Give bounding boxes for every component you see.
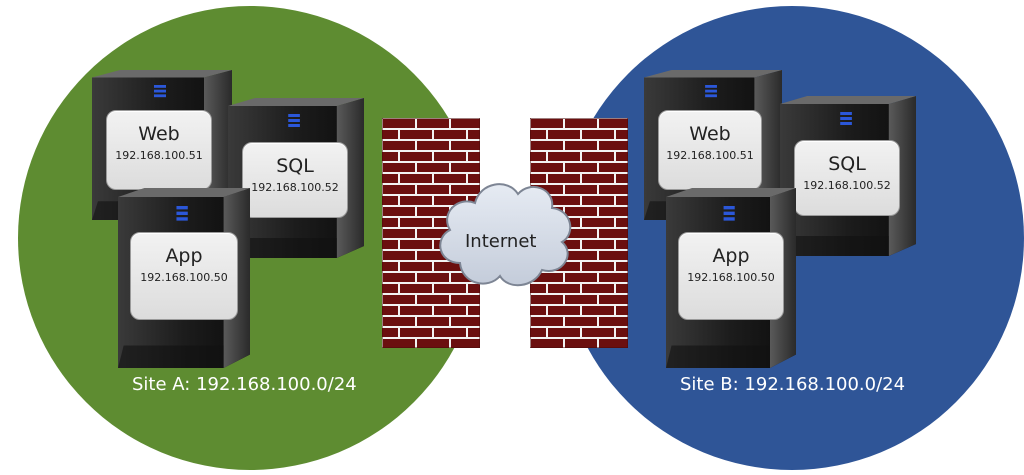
server-ip: 192.168.100.50 <box>140 271 228 284</box>
site-a-label: Site A: 192.168.100.0/24 <box>132 374 357 395</box>
server-label-panel: App 192.168.100.50 <box>678 232 784 320</box>
server-label-panel: Web 192.168.100.51 <box>658 110 762 190</box>
site-a-sql-server: SQL 192.168.100.52 <box>228 98 364 258</box>
internet-label: Internet <box>465 231 537 252</box>
cloud-icon <box>439 183 572 286</box>
server-label-panel: SQL 192.168.100.52 <box>242 142 348 218</box>
server-name: SQL <box>276 155 314 177</box>
server-name: SQL <box>828 153 866 175</box>
server-name: Web <box>138 123 180 145</box>
server-label-panel: App 192.168.100.50 <box>130 232 238 320</box>
site-a-app-server: App 192.168.100.50 <box>118 188 250 368</box>
server-label-panel: Web 192.168.100.51 <box>106 110 212 190</box>
server-name: App <box>712 245 750 267</box>
site-b-web-server: Web 192.168.100.51 <box>644 70 782 220</box>
server-ip: 192.168.100.52 <box>803 179 891 192</box>
server-label-panel: SQL 192.168.100.52 <box>794 140 900 216</box>
site-a-web-server: Web 192.168.100.51 <box>92 70 232 220</box>
site-b-label: Site B: 192.168.100.0/24 <box>680 374 906 395</box>
server-ip: 192.168.100.51 <box>115 149 203 162</box>
server-ip: 192.168.100.52 <box>251 181 339 194</box>
site-b-app-server: App 192.168.100.50 <box>666 188 796 368</box>
server-name: App <box>165 245 203 267</box>
server-name: Web <box>689 123 731 145</box>
server-ip: 192.168.100.51 <box>666 149 754 162</box>
server-ip: 192.168.100.50 <box>687 271 775 284</box>
site-b-sql-server: SQL 192.168.100.52 <box>780 96 916 256</box>
